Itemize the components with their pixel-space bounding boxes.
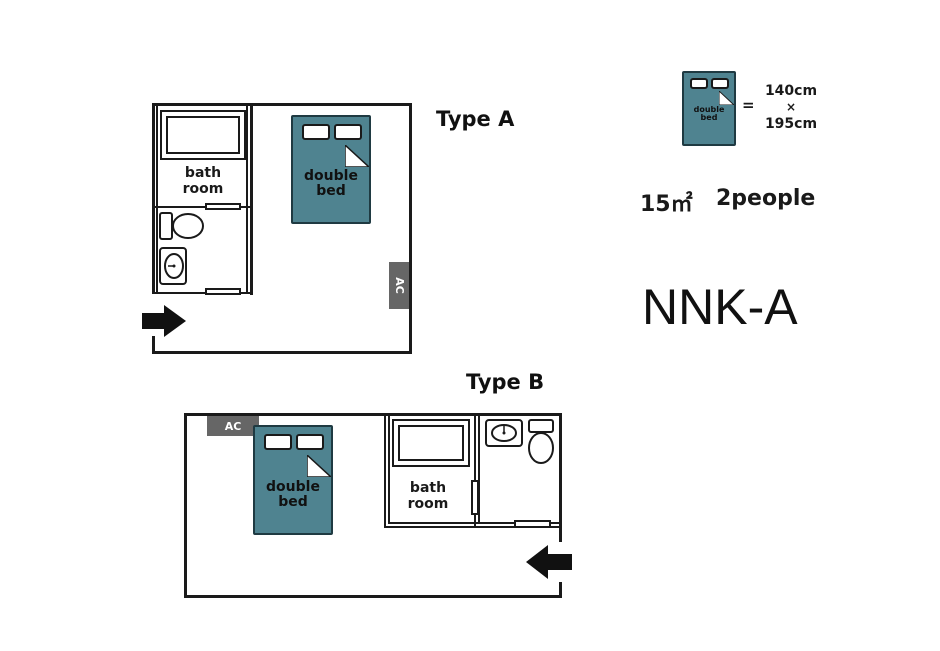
pillow	[302, 124, 330, 140]
entrance-arrow-icon	[526, 545, 572, 579]
blanket-fold	[345, 145, 369, 167]
type-b-bath-wall-innerb	[388, 522, 562, 524]
type-b-double-bed: double bed	[253, 425, 333, 535]
type-a-bath-wall-bottom	[152, 292, 252, 294]
type-a-bath-door	[205, 203, 241, 210]
legend-bed-icon: double bed	[682, 71, 736, 146]
type-a-title: Type A	[436, 107, 515, 131]
room-code: NNK-A	[642, 279, 798, 335]
type-b-bathroom-label: bath room	[407, 480, 449, 512]
type-b-bed-label: double bed	[266, 479, 320, 510]
type-a-bath-wall-inner3	[246, 106, 248, 292]
room-capacity: 2people	[716, 186, 816, 211]
type-a-bath-wall-mid	[152, 206, 252, 208]
type-a-bathroom-label: bath room	[182, 165, 224, 197]
toilet-icon	[528, 419, 554, 464]
legend-bed-label: double bed	[693, 105, 725, 123]
type-b-bathtub	[392, 419, 470, 467]
type-a-bed-label: double bed	[304, 168, 358, 199]
type-b-title: Type B	[466, 370, 545, 394]
type-b-bath-wall-mid	[474, 413, 476, 528]
type-a-ac-unit: AC	[389, 262, 409, 309]
type-b-bath-wall-left	[384, 413, 386, 528]
type-b-toilet-door	[514, 520, 551, 528]
room-area: 15㎡	[640, 192, 693, 217]
pillow	[334, 124, 362, 140]
entrance-arrow-icon	[142, 305, 186, 337]
type-a-toilet-door	[205, 288, 241, 295]
sink-icon	[485, 419, 523, 447]
sink-icon	[159, 247, 187, 285]
legend-width: 140cm	[764, 83, 818, 99]
legend-times: ×	[785, 100, 797, 114]
legend-equals: =	[742, 96, 755, 114]
type-b-bath-wall-bottom	[384, 526, 562, 528]
type-a-bathtub	[160, 110, 246, 160]
type-b-bath-wall-inner	[388, 416, 390, 522]
type-b-bath-door	[471, 480, 479, 515]
type-b-bath-wall-inner2	[478, 416, 480, 522]
blanket-fold	[307, 455, 331, 477]
type-a-double-bed: double bed	[291, 115, 371, 224]
pillow	[296, 434, 324, 450]
type-a-bath-wall-right	[250, 103, 253, 295]
type-a-bath-wall-inner2	[156, 208, 158, 292]
pillow	[264, 434, 292, 450]
type-a-ac-label: AC	[392, 277, 406, 294]
legend-length: 195cm	[764, 116, 818, 132]
type-b-ac-unit: AC	[207, 416, 259, 436]
toilet-icon	[159, 212, 204, 240]
type-a-bath-wall-inner	[156, 106, 158, 206]
